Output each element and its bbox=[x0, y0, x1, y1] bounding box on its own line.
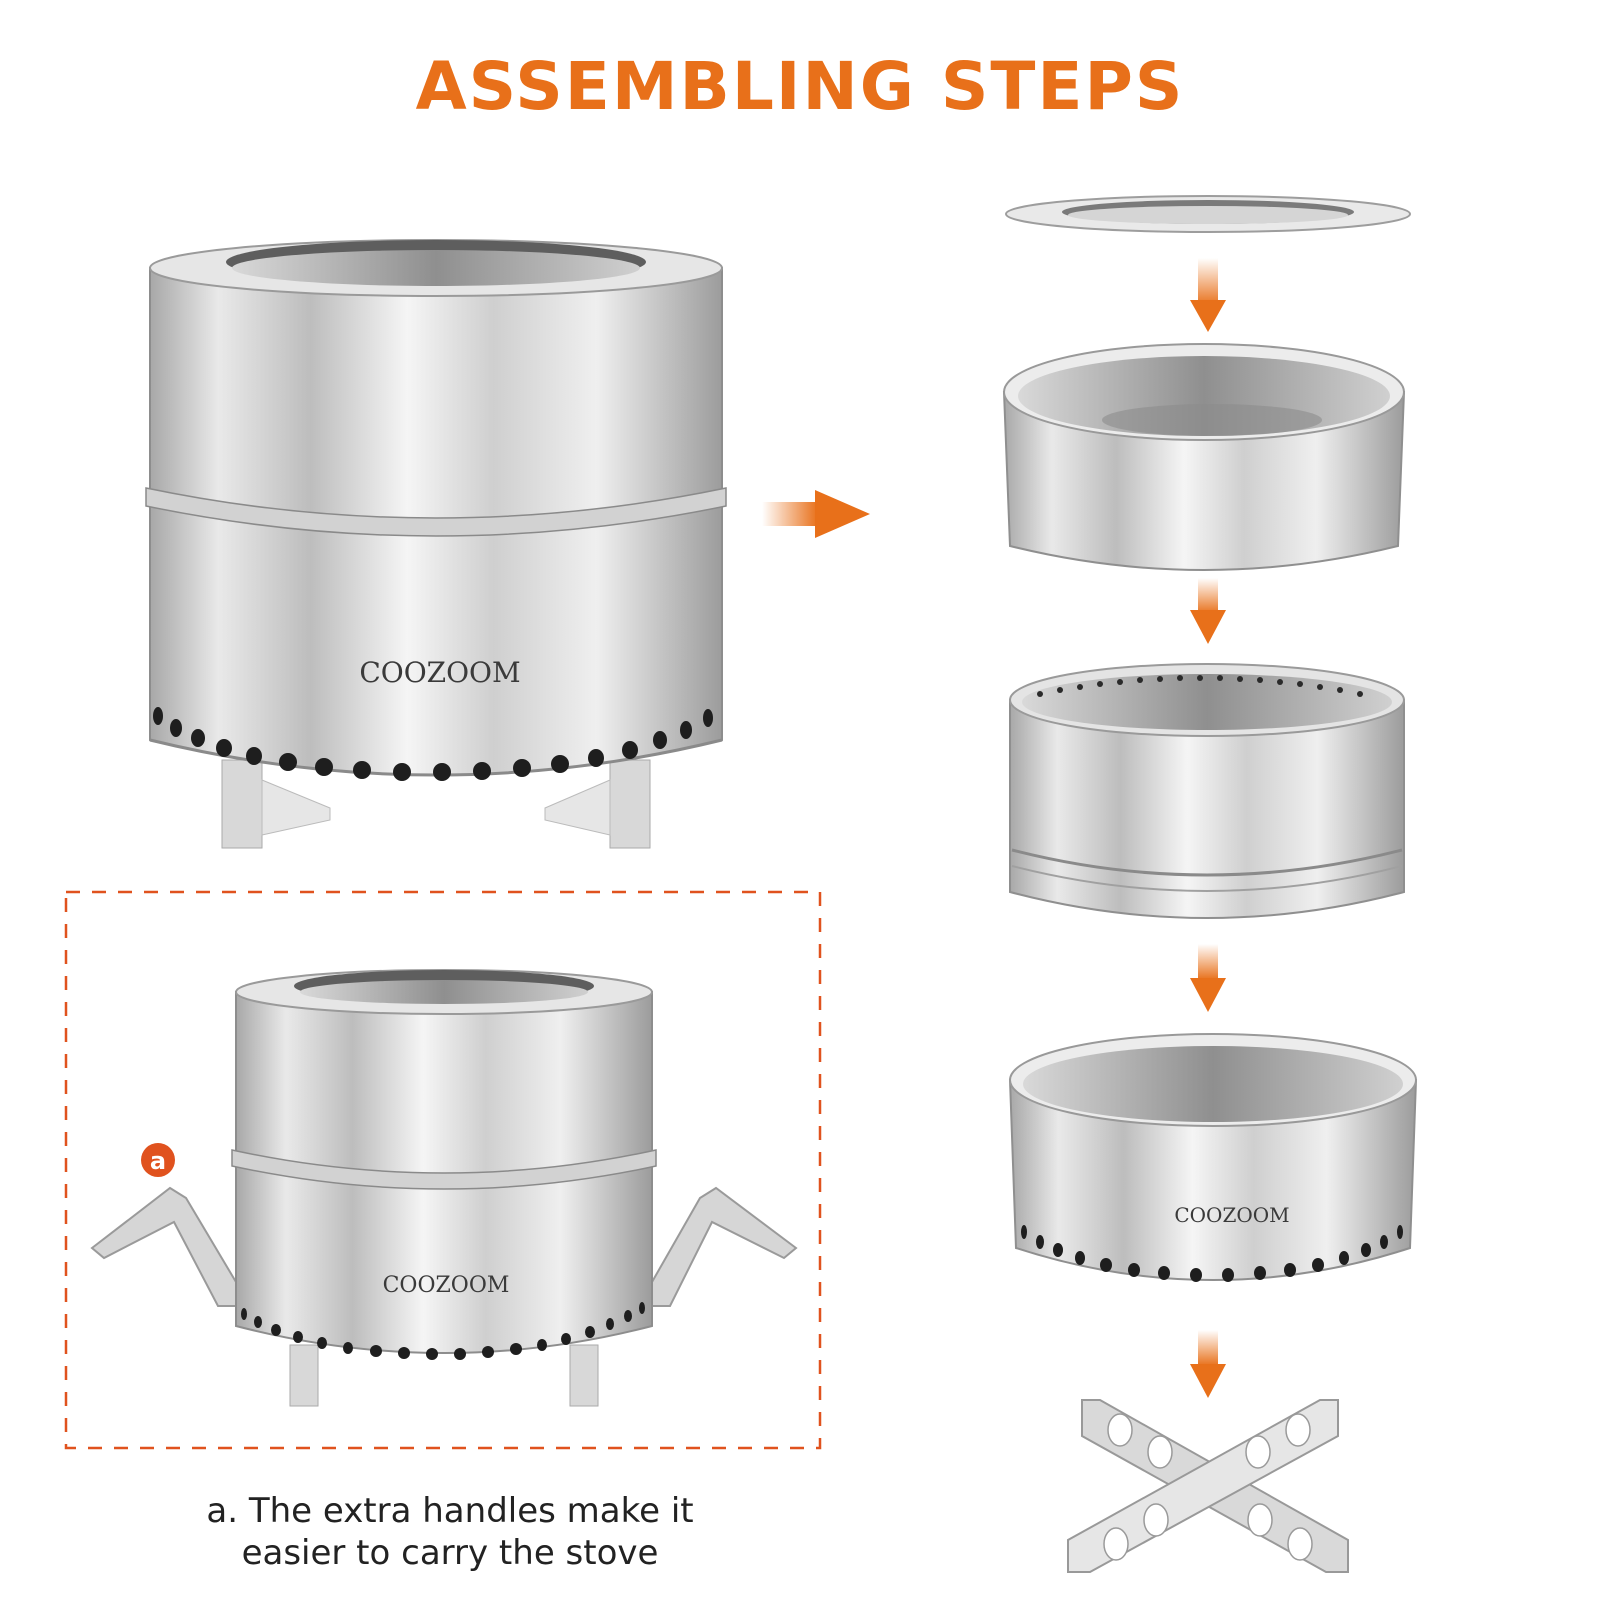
part-middle-ring bbox=[1009, 663, 1405, 919]
callout-marker-label: a bbox=[150, 1147, 166, 1175]
arrow-down-icon bbox=[1190, 258, 1226, 332]
handle-callout-frame bbox=[64, 890, 822, 1450]
part-cross-stand bbox=[1067, 1399, 1349, 1573]
brand-label-base: COOZOOM bbox=[1174, 1203, 1289, 1227]
arrow-right-icon bbox=[762, 490, 870, 538]
brand-label-main: COOZOOM bbox=[359, 656, 520, 689]
part-inner-chamber bbox=[1002, 343, 1406, 571]
part-top-ring bbox=[1005, 195, 1411, 233]
arrow-down-icon bbox=[1190, 944, 1226, 1012]
page-title: ASSEMBLING STEPS bbox=[415, 48, 1185, 125]
callout-marker: a bbox=[141, 1143, 175, 1177]
brand-label-handles: COOZOOM bbox=[383, 1273, 510, 1298]
part-outer-base: COOZOOM bbox=[1008, 1033, 1418, 1282]
caption-line-1: a. The extra handles make it bbox=[206, 1491, 694, 1531]
arrow-down-icon bbox=[1190, 578, 1226, 644]
arrow-down-icon bbox=[1190, 1330, 1226, 1398]
caption-line-2: easier to carry the stove bbox=[241, 1533, 659, 1573]
handle-caption: a. The extra handles make it easier to c… bbox=[160, 1490, 740, 1574]
assembled-stove: COOZOOM bbox=[145, 239, 727, 849]
stove-with-handles: COOZOOM bbox=[90, 969, 798, 1407]
